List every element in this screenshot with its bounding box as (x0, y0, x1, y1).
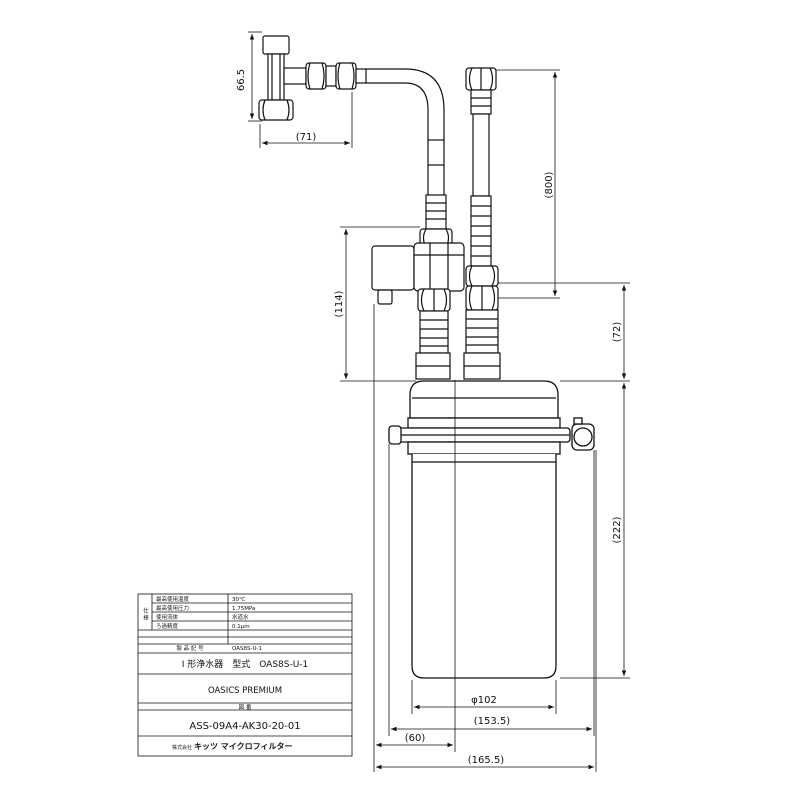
filter-cartridge (388, 380, 595, 679)
spec-label-3: 使用流体 (156, 613, 179, 621)
drawing-no-label: 図 番 (239, 704, 252, 711)
drawing-number: ASS-09A4-AK30-20-01 (189, 721, 300, 732)
dim-overall-width: (165.5) (468, 755, 505, 766)
spec-value-1: 30℃ (232, 596, 245, 603)
product-line: I 形浄水器 型式 OAS8S-U-1 (182, 658, 309, 670)
dim-tee-offset: (71) (296, 132, 317, 143)
filter-head (371, 242, 501, 380)
company-prefix: 株式会社 (172, 744, 192, 751)
company-name: キッツ マイクロフィルター (194, 741, 292, 751)
inlet-connector (419, 194, 453, 248)
dim-head-height: (114) (334, 290, 345, 317)
spec-label-4: ろ過精度 (156, 622, 179, 630)
spec-label-2: 最高使用圧力 (156, 604, 189, 612)
part-no-label: 製 品 記 号 (176, 644, 204, 652)
dim-body-diameter: φ102 (471, 695, 497, 706)
product-name: OASICS PREMIUM (208, 686, 282, 696)
dimension-lines (248, 31, 630, 772)
spec-value-4: 0.1μm (232, 624, 250, 630)
spec-group-label: 仕 様 (142, 606, 149, 620)
inlet-hose (366, 68, 445, 195)
dim-inlet-offset: (60) (405, 733, 426, 744)
title-block (137, 593, 353, 757)
spec-value-2: 1.75MPa (232, 606, 255, 612)
dim-head-offset: (72) (612, 322, 623, 343)
outlet-hose (465, 67, 497, 267)
spec-value-3: 水道水 (232, 613, 249, 621)
dim-hose-length: (800) (544, 171, 555, 198)
tee-fitting (258, 35, 367, 121)
spec-label-1: 最高使用温度 (156, 595, 190, 603)
dim-tee-height: 66.5 (236, 69, 247, 91)
dim-body-height: (222) (612, 516, 623, 543)
part-no-value: OAS8S-U-1 (232, 646, 262, 652)
dim-bracket-width: (153.5) (474, 716, 511, 727)
